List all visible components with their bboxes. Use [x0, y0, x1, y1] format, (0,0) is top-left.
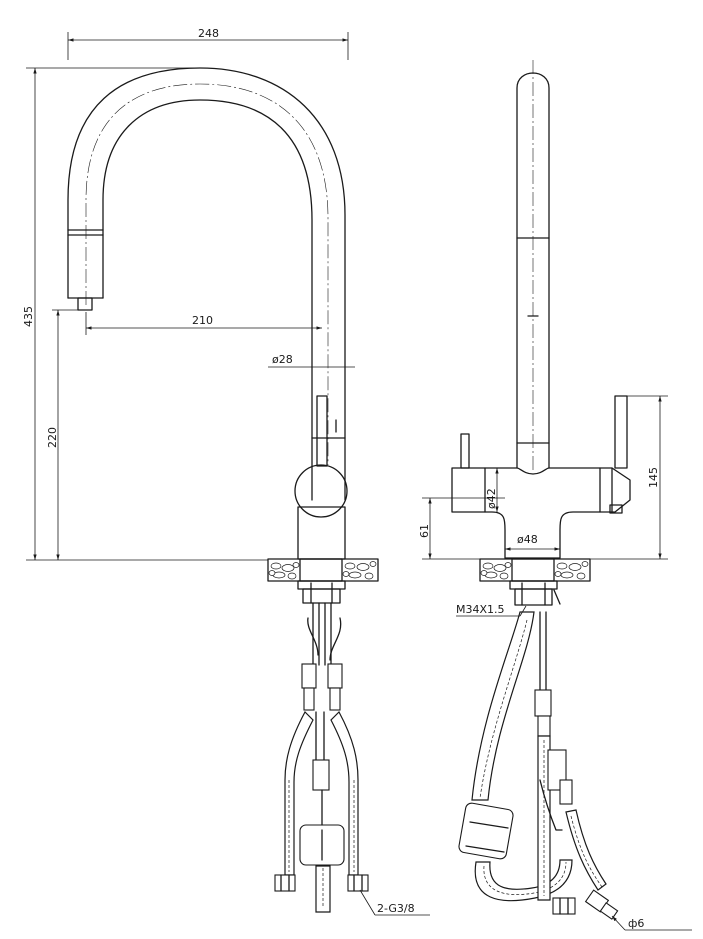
dim-filter-tube-diameter: ф6 [628, 917, 644, 930]
dim-body-height: 61 [418, 524, 431, 538]
front-left-lever [460, 433, 470, 469]
dim-lever-height: 145 [647, 467, 660, 488]
dim-body-diameter: ø42 [485, 488, 498, 509]
leader-filter-tube [611, 915, 626, 931]
side-lever [316, 395, 328, 467]
spout-centerline [85, 83, 329, 465]
spout-outer-line [67, 67, 346, 501]
dim-spout-tube-diameter: ø28 [272, 353, 293, 366]
dim-overall-reach: 248 [198, 27, 219, 40]
dim-spout-outlet-height: 220 [46, 427, 59, 448]
dim-base-diameter: ø48 [517, 533, 538, 546]
spout-outlet-nozzle [77, 297, 93, 311]
dim-overall-height: 435 [22, 306, 35, 327]
mixer-body [294, 464, 348, 518]
countertop-left [267, 558, 379, 582]
base-column [297, 506, 346, 560]
dim-supply-connection: 2-G3/8 [377, 902, 415, 915]
front-mixer-body [451, 467, 631, 559]
dim-mounting-thread: M34X1.5 [456, 603, 505, 616]
front-view: 145 61 ø42 ø48 M34X1.5 ф6 [418, 60, 692, 931]
front-right-lever [614, 395, 628, 469]
countertop-right [479, 558, 591, 582]
dim-spout-reach: 210 [192, 314, 213, 327]
side-view: 248 210 ø28 435 220 2-G3/8 [22, 27, 430, 916]
hose-counterweight [458, 802, 514, 860]
spout-inner-line [102, 99, 313, 501]
leader-supply-connection [359, 889, 376, 916]
